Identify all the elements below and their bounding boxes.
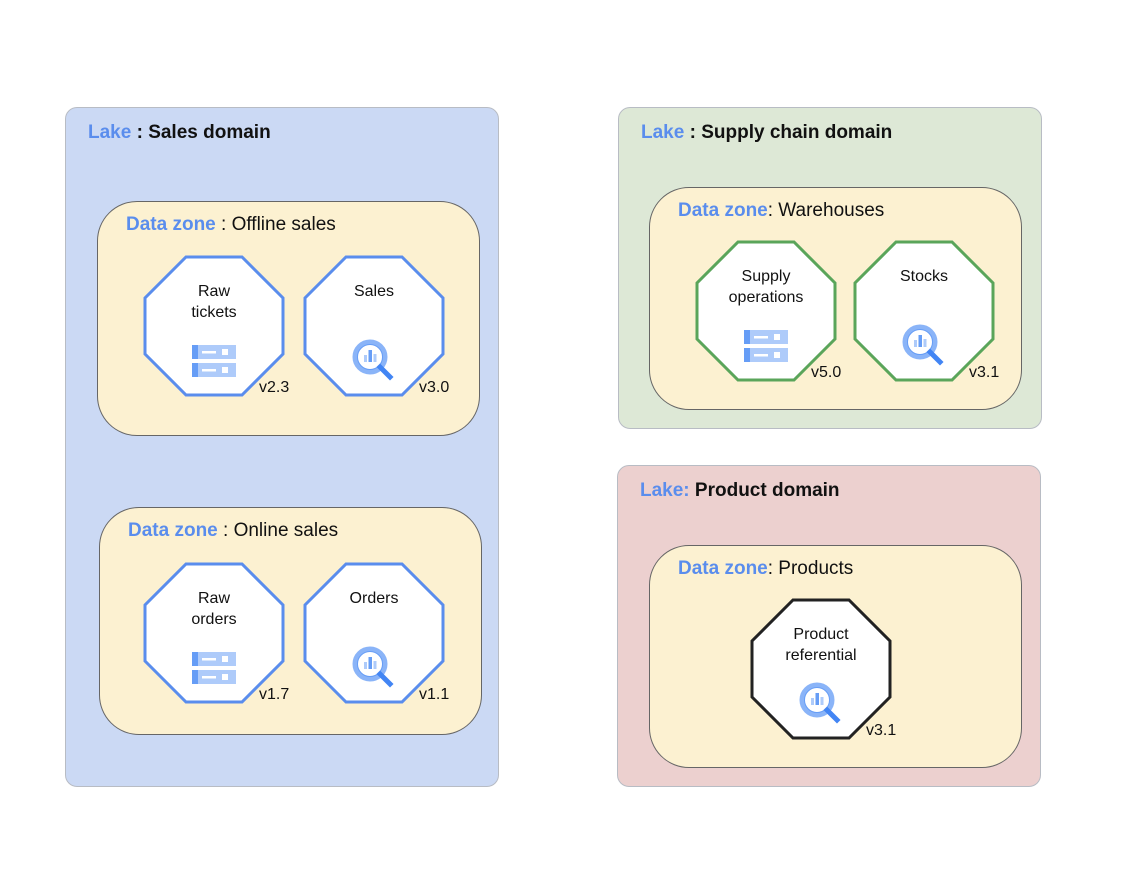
storage-icon	[192, 650, 236, 691]
zone-offline-sales: Data zone : Offline sales Raw tickets v2…	[97, 201, 480, 436]
zone-name: : Online sales	[217, 520, 339, 541]
octagon-shape	[143, 562, 285, 704]
zone-name: : Products	[767, 558, 854, 579]
lake-product-domain: Lake: Product domain Data zone: Products…	[617, 465, 1041, 787]
lake-name: : Sales domain	[131, 122, 271, 143]
bigquery-icon	[902, 324, 946, 373]
data-asset-node[interactable]: Raw tickets v2.3	[143, 255, 289, 397]
version-label: v1.7	[259, 686, 290, 703]
data-asset-node[interactable]: Supply operations v5.0	[695, 240, 841, 382]
lake-label: Lake:	[640, 480, 690, 501]
octagon-shape	[303, 562, 445, 704]
zone-name: : Warehouses	[767, 200, 885, 221]
node-label: Raw orders	[191, 590, 237, 628]
data-asset-node[interactable]: Raw orders v1.7	[143, 562, 289, 704]
zone-warehouses: Data zone: Warehouses Supply operations …	[649, 187, 1022, 410]
zone-online-sales: Data zone : Online sales Raw orders v1.7…	[99, 507, 482, 735]
node-label: Orders	[349, 590, 399, 607]
node-label: Supply operations	[728, 268, 804, 306]
node-label: Raw tickets	[191, 283, 237, 321]
version-label: v3.1	[866, 722, 897, 739]
storage-icon	[192, 343, 236, 384]
lake-label: Lake	[88, 122, 132, 143]
data-asset-node[interactable]: Product referential v3.1	[750, 598, 896, 740]
zone-label: Data zone	[678, 558, 768, 579]
lake-label: Lake	[641, 122, 685, 143]
zone-products: Data zone: Products Product referential …	[649, 545, 1022, 768]
version-label: v2.3	[259, 379, 290, 396]
lake-name: : Supply chain domain	[684, 122, 893, 143]
lake-supply-chain-domain: Lake : Supply chain domain Data zone: Wa…	[618, 107, 1042, 429]
version-label: v3.0	[419, 379, 450, 396]
node-label: Sales	[353, 283, 395, 300]
data-asset-node[interactable]: Stocks v3.1	[853, 240, 999, 382]
data-asset-node[interactable]: Orders v1.1	[303, 562, 449, 704]
node-label: Product referential	[785, 626, 857, 664]
octagon-shape	[303, 255, 445, 397]
version-label: v5.0	[811, 364, 842, 381]
lake-sales-domain: Lake : Sales domain Data zone : Offline …	[65, 107, 499, 787]
lake-name: Product domain	[689, 480, 840, 501]
version-label: v3.1	[969, 364, 1000, 381]
node-label: Stocks	[899, 268, 948, 285]
lake-title: Lake: Product domain	[640, 480, 840, 502]
octagon-shape	[853, 240, 995, 382]
octagon-shape	[750, 598, 892, 740]
bigquery-icon	[799, 682, 843, 731]
storage-icon	[744, 328, 788, 369]
zone-title: Data zone : Offline sales	[126, 214, 336, 236]
octagon-shape	[695, 240, 837, 382]
lake-title: Lake : Sales domain	[88, 122, 271, 144]
zone-label: Data zone	[126, 214, 216, 235]
zone-title: Data zone: Warehouses	[678, 200, 884, 222]
data-asset-node[interactable]: Sales v3.0	[303, 255, 449, 397]
lake-title: Lake : Supply chain domain	[641, 122, 892, 144]
zone-label: Data zone	[678, 200, 768, 221]
zone-label: Data zone	[128, 520, 218, 541]
bigquery-icon	[352, 646, 396, 695]
zone-title: Data zone : Online sales	[128, 520, 338, 542]
version-label: v1.1	[419, 686, 450, 703]
zone-title: Data zone: Products	[678, 558, 853, 580]
octagon-shape	[143, 255, 285, 397]
bigquery-icon	[352, 339, 396, 388]
zone-name: : Offline sales	[215, 214, 336, 235]
